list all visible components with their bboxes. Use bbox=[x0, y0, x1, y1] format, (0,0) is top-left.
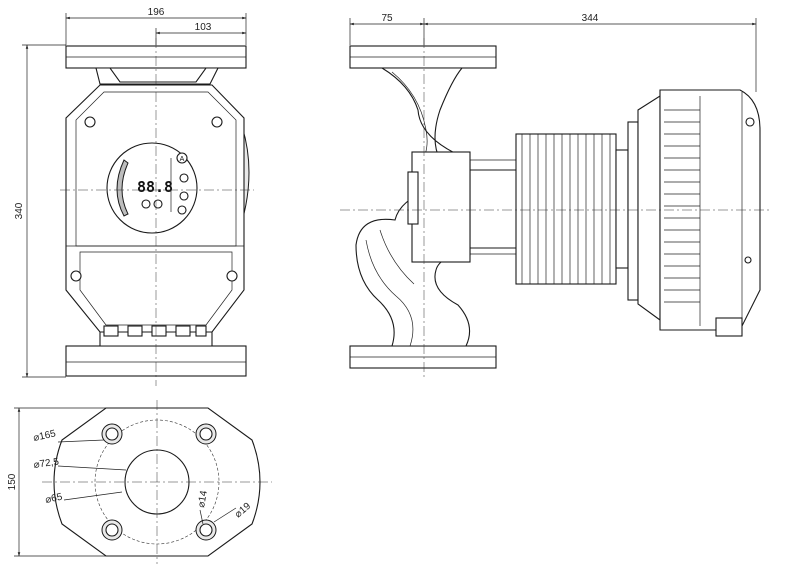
display-digits: 88.8 bbox=[137, 178, 173, 196]
dim-bolt-hole-label: ⌀14 bbox=[196, 489, 210, 508]
button-icon bbox=[177, 205, 187, 215]
dim-bolt-circle-label: ⌀165 bbox=[32, 428, 57, 444]
dim-height-label: 340 bbox=[14, 202, 25, 219]
dim-bore-label: ⌀65 bbox=[44, 492, 63, 506]
dim-height: 340 bbox=[14, 44, 66, 378]
pump-bracket bbox=[411, 151, 471, 263]
screw-icon bbox=[84, 116, 96, 128]
dim-overall-length-label: 344 bbox=[582, 13, 599, 24]
dim-width-total-label: 196 bbox=[148, 7, 165, 18]
motor-fins bbox=[515, 133, 617, 285]
button-icon bbox=[179, 173, 189, 183]
dim-overall-length: 344 bbox=[423, 13, 757, 92]
fan-shroud bbox=[637, 94, 661, 322]
cooling-ribs bbox=[664, 109, 700, 303]
minus-button-icon bbox=[141, 199, 151, 209]
dim-width-total: 196 bbox=[65, 7, 247, 45]
mode-indicator bbox=[176, 152, 188, 164]
vent-hole-icon bbox=[745, 117, 755, 127]
mode-label: A bbox=[180, 156, 185, 163]
dim-width-half-label: 103 bbox=[195, 22, 212, 33]
side-view: 75 344 bbox=[340, 13, 770, 380]
plus-button-icon bbox=[153, 199, 163, 209]
top-neck bbox=[95, 67, 219, 85]
motor-plate bbox=[627, 121, 639, 301]
flange-view: 150 ⌀165 ⌀72,5 ⌀65 ⌀14 ⌀19 bbox=[7, 400, 272, 564]
dim-center-ring-label: ⌀72,5 bbox=[33, 456, 60, 471]
level-scale bbox=[116, 159, 129, 217]
screw-icon bbox=[744, 256, 752, 264]
dim-flange-offset-label: 75 bbox=[381, 13, 393, 24]
screw-icon bbox=[70, 270, 82, 282]
screw-icon bbox=[226, 270, 238, 282]
motor-plate bbox=[615, 149, 629, 269]
front-view: 196 103 340 bbox=[14, 7, 254, 386]
dim-flange-offset: 75 bbox=[349, 13, 425, 45]
bolt-holes bbox=[101, 423, 217, 541]
screw-icon bbox=[211, 116, 223, 128]
button-icon bbox=[179, 191, 189, 201]
cable-gland bbox=[715, 317, 743, 337]
dim-width-half: 103 bbox=[155, 22, 247, 45]
display-panel: 88.8 A bbox=[106, 142, 198, 234]
dim-flange-height-label: 150 bbox=[7, 473, 18, 490]
cable-glands bbox=[103, 325, 207, 337]
